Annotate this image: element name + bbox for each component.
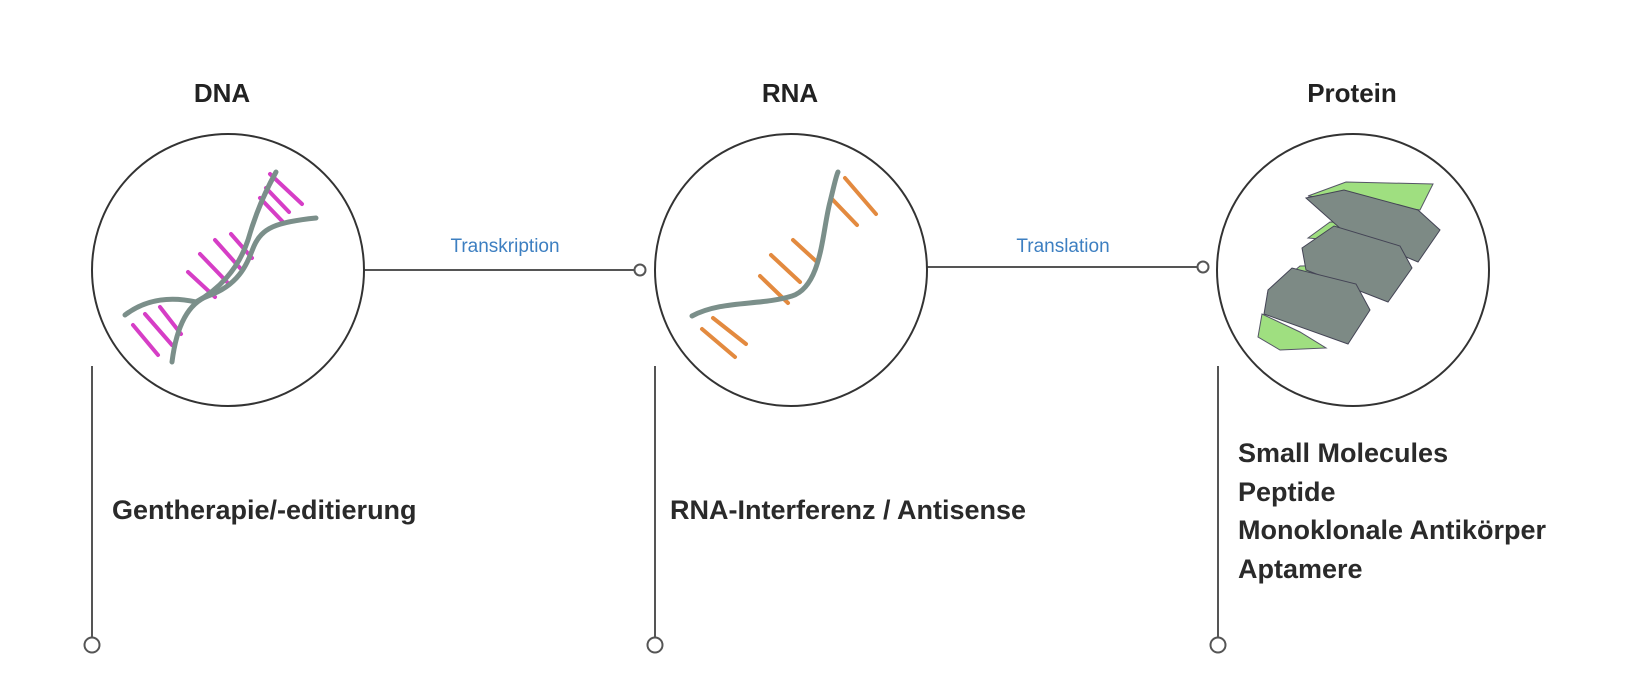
protein-title: Protein [1307, 78, 1397, 108]
protein-therapy-list: Small Molecules Peptide Monoklonale Anti… [1238, 434, 1546, 588]
dna-node [91, 133, 365, 407]
connector-dna-rna [364, 263, 647, 277]
dropline-protein [1209, 366, 1227, 654]
transcription-label: Transkription [450, 236, 560, 257]
dropline-rna [646, 366, 664, 654]
rna-title: RNA [761, 78, 819, 108]
dna-therapy-label: Gentherapie/-editierung [112, 495, 417, 525]
protein-therapy-item: Monoklonale Antikörper [1238, 515, 1547, 545]
protein-therapy-item: Small Molecules [1238, 438, 1449, 468]
protein-helix-icon [1257, 181, 1441, 351]
dna-title: DNA [193, 78, 251, 108]
connector-rna-protein [926, 260, 1210, 274]
dna-double-helix-icon [122, 169, 319, 365]
rna-single-strand-icon [689, 169, 878, 359]
rna-therapy-label: RNA-Interferenz / Antisense [670, 495, 1027, 525]
translation-label: Translation [1016, 236, 1110, 257]
protein-node [1216, 133, 1490, 407]
rna-node [654, 133, 928, 407]
protein-therapy-item: Aptamere [1238, 553, 1363, 584]
protein-therapy-item: Peptide [1238, 476, 1336, 507]
dropline-dna [83, 366, 101, 654]
